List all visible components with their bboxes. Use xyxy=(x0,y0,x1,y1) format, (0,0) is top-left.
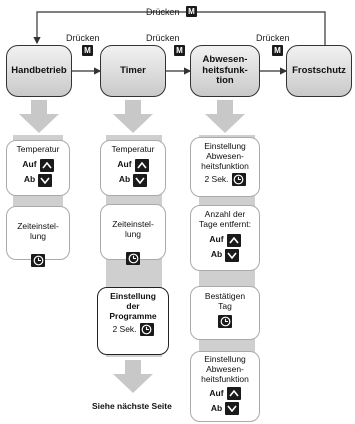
card-title: Zeiteinstel- lung xyxy=(17,220,59,241)
card-temperature: Temperatur Auf Ab xyxy=(6,140,70,196)
down-arrow-icon xyxy=(19,100,59,133)
card-title: Temperatur xyxy=(111,144,155,154)
arrow-down-icon xyxy=(133,173,148,187)
press-label-1: Drücken xyxy=(66,33,100,43)
up-label: Auf xyxy=(22,159,37,170)
mode-frostschutz: Frostschutz xyxy=(286,45,352,97)
clock-icon xyxy=(139,323,154,337)
card-title: Temperatur xyxy=(16,144,60,154)
return-loop-arrow xyxy=(33,11,326,45)
down-arrow-icon xyxy=(113,100,153,133)
arrow-up-icon xyxy=(39,158,54,172)
down-arrow-icon xyxy=(113,360,153,393)
hold-duration: 2 Sek. xyxy=(112,323,137,334)
card-days-away: Anzahl der Tage entfernt: Auf Ab xyxy=(190,205,260,271)
m-key-icon: M xyxy=(174,45,185,56)
card-time-setting: Zeiteinstel- lung xyxy=(100,204,166,266)
clock-icon xyxy=(231,173,246,187)
arrow-down-icon xyxy=(38,173,53,187)
arrow-up-icon xyxy=(226,233,241,247)
m-key-icon: M xyxy=(82,45,93,56)
card-title: Einstellung Abwesen- heitsfunktion xyxy=(201,141,249,171)
arrow-down-icon xyxy=(225,402,240,416)
top-press-label: Drücken xyxy=(146,7,180,17)
m-key-icon: M xyxy=(186,6,197,17)
up-label: Auf xyxy=(209,234,224,245)
card-title: Zeiteinstel- lung xyxy=(112,218,154,239)
card-title: Einstellung Abwesen- heitsfunktion xyxy=(201,354,249,384)
mode-abwesenheitsfunktion: Abwesen- heitsfunk- tion xyxy=(190,45,260,97)
up-label: Auf xyxy=(117,159,132,170)
down-label: Ab xyxy=(23,174,36,185)
card-title: Bestätigen Tag xyxy=(204,291,246,311)
press-label-2: Drücken xyxy=(146,33,180,43)
card-program-setting: Einstellung der Programme 2 Sek. xyxy=(97,287,169,355)
card-away-setting: Einstellung Abwesen- heitsfunktion 2 Sek… xyxy=(190,137,260,197)
card-away-setting-2: Einstellung Abwesen- heitsfunktion Auf A… xyxy=(190,351,260,422)
down-label: Ab xyxy=(210,402,223,413)
mode-timer: Timer xyxy=(100,45,166,97)
clock-icon xyxy=(218,314,232,328)
card-temperature: Temperatur Auf Ab xyxy=(100,140,166,196)
down-label: Ab xyxy=(118,174,131,185)
arrow-down-icon xyxy=(225,248,240,262)
card-title: Einstellung der Programme xyxy=(109,291,157,321)
card-title: Anzahl der Tage entfernt: xyxy=(199,209,251,229)
next-page-note: Siehe nächste Seite xyxy=(92,401,172,411)
mode-handbetrieb: Handbetrieb xyxy=(6,45,72,97)
arrow-up-icon xyxy=(134,158,149,172)
up-label: Auf xyxy=(209,387,224,398)
card-confirm-day: Bestätigen Tag xyxy=(190,286,260,340)
down-arrow-icon xyxy=(205,100,245,133)
clock-icon xyxy=(126,252,140,266)
down-label: Ab xyxy=(210,249,223,260)
hold-duration: 2 Sek. xyxy=(204,173,229,184)
arrow-up-icon xyxy=(226,387,241,401)
clock-icon xyxy=(31,254,45,268)
press-label-3: Drücken xyxy=(256,33,290,43)
card-time-setting: Zeiteinstel- lung xyxy=(6,206,70,268)
m-key-icon: M xyxy=(272,45,283,56)
